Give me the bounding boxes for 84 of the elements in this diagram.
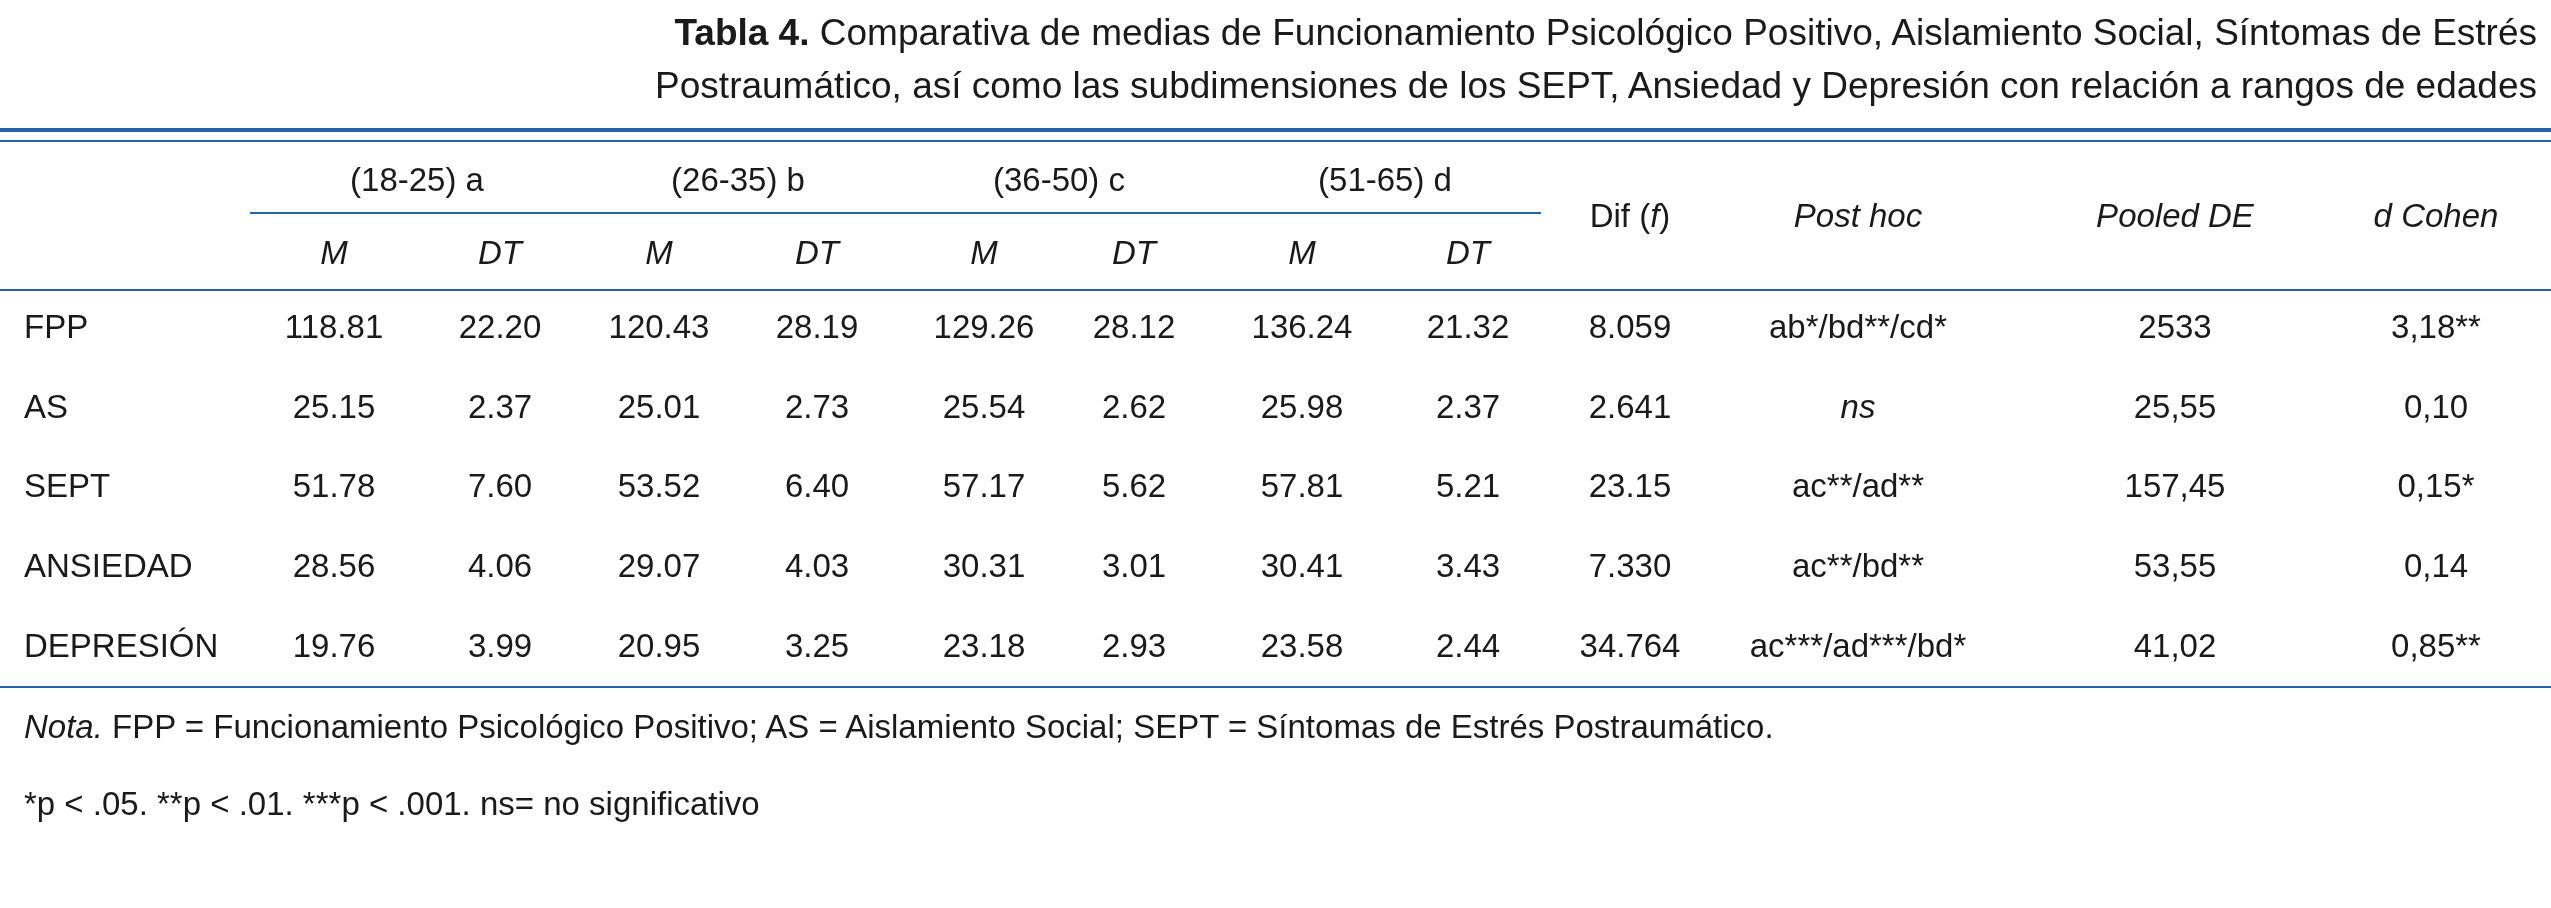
- table-cell: 57.81: [1260, 467, 1344, 505]
- table-cell: 23.58: [1260, 627, 1344, 665]
- table-cell: 7.60: [467, 467, 533, 505]
- table-cell: 51.78: [292, 467, 376, 505]
- table-cell: 25,55: [2133, 388, 2217, 426]
- table-cell: 28.12: [1092, 308, 1176, 346]
- table-cell: 19.76: [292, 627, 376, 665]
- table-cell: 53,55: [2133, 547, 2217, 585]
- table-cell: 0,14: [2403, 547, 2469, 585]
- table-cell: 2.44: [1435, 627, 1501, 665]
- table-cell: 28.19: [775, 308, 859, 346]
- table-cell: 21.32: [1426, 308, 1510, 346]
- table-cell: 57.17: [942, 467, 1026, 505]
- table-cell: ns: [1840, 388, 1876, 426]
- row-label: FPP: [24, 308, 89, 346]
- table-title: Tabla 4. Comparativa de medias de Funcionamiento Psicológico Positivo, Aislamiento Social, Síntomas de Estrés Postraumático, así como las subdimensiones de los SEPT, Ansiedad y Depresión con relación a rangos de edades: [654, 11, 2537, 108]
- table-cell: 23.15: [1588, 467, 1672, 505]
- table-cell: 3,18**: [2391, 308, 2481, 346]
- table-cell: 30.41: [1260, 547, 1344, 585]
- table-cell: 3.25: [784, 627, 850, 665]
- table-cell: 2.37: [1435, 388, 1501, 426]
- table-cell: 5.62: [1101, 467, 1167, 505]
- column-header: Dif (f): [1589, 197, 1671, 235]
- table-cell: 34.764: [1579, 627, 1681, 665]
- table-cell: 0,10: [2403, 388, 2469, 426]
- table-cell: 29.07: [617, 547, 701, 585]
- column-header: DT: [795, 234, 839, 272]
- table-cell: 3.01: [1101, 547, 1167, 585]
- row-label: SEPT: [24, 467, 111, 505]
- table-cell: 120.43: [608, 308, 710, 346]
- column-header: DT: [1112, 234, 1156, 272]
- table-cell: 157,45: [2124, 467, 2226, 505]
- column-header: Post hoc: [1793, 197, 1923, 235]
- column-header: DT: [478, 234, 522, 272]
- table-cell: 25.54: [942, 388, 1026, 426]
- table-cell: 25.01: [617, 388, 701, 426]
- table-cell: 3.99: [467, 627, 533, 665]
- table-cell: ac**/bd**: [1791, 547, 1925, 585]
- row-label: DEPRESIÓN: [24, 627, 219, 665]
- column-group-header: (18-25) a: [350, 161, 484, 199]
- column-header: M: [320, 234, 348, 272]
- table-cell: 7.330: [1588, 547, 1672, 585]
- table-note: *p < .05. **p < .01. ***p < .001. ns= no significativo: [24, 785, 760, 823]
- table-cell: 118.81: [284, 308, 384, 346]
- table-cell: 0,85**: [2391, 627, 2481, 665]
- table-cell: 4.06: [467, 547, 533, 585]
- table-cell: 2.73: [784, 388, 850, 426]
- table-cell: 23.18: [942, 627, 1026, 665]
- table-cell: ac***/ad***/bd*: [1749, 627, 1967, 665]
- table-cell: 2.641: [1588, 388, 1672, 426]
- table-cell: 2.93: [1101, 627, 1167, 665]
- table-cell: 2533: [2138, 308, 2212, 346]
- table-cell: 25.98: [1260, 388, 1344, 426]
- table-cell: 28.56: [292, 547, 376, 585]
- table-cell: 53.52: [617, 467, 701, 505]
- column-header: d Cohen: [2373, 197, 2499, 235]
- table-cell: 136.24: [1251, 308, 1353, 346]
- table-cell: 6.40: [784, 467, 850, 505]
- row-label: ANSIEDAD: [24, 547, 193, 585]
- table-cell: 3.43: [1435, 547, 1501, 585]
- table-cell: 22.20: [458, 308, 542, 346]
- table-cell: ac**/ad**: [1791, 467, 1925, 505]
- column-group-header: (36-50) c: [992, 161, 1126, 199]
- row-label: AS: [24, 388, 69, 426]
- column-header: M: [645, 234, 673, 272]
- column-header: M: [970, 234, 998, 272]
- table-cell: 8.059: [1588, 308, 1672, 346]
- table-note: Nota. FPP = Funcionamiento Psicológico Positivo; AS = Aislamiento Social; SEPT = Síntomas de Estrés Postraumático.: [24, 708, 1774, 746]
- table-cell: 20.95: [617, 627, 701, 665]
- table-cell: 2.37: [467, 388, 533, 426]
- column-group-header: (51-65) d: [1318, 161, 1452, 199]
- table-cell: 4.03: [784, 547, 850, 585]
- table-cell: 41,02: [2133, 627, 2217, 665]
- table-cell: 0,15*: [2397, 467, 2475, 505]
- table-cell: ab*/bd**/cd*: [1769, 308, 1947, 346]
- table-cell: 5.21: [1435, 467, 1501, 505]
- column-group-header: (26-35) b: [671, 161, 805, 199]
- table-cell: 25.15: [292, 388, 376, 426]
- column-header: Pooled DE: [2096, 197, 2254, 235]
- column-header: M: [1288, 234, 1316, 272]
- table-cell: 2.62: [1101, 388, 1167, 426]
- table-cell: 129.26: [933, 308, 1035, 346]
- column-header: DT: [1446, 234, 1490, 272]
- table-cell: 30.31: [942, 547, 1026, 585]
